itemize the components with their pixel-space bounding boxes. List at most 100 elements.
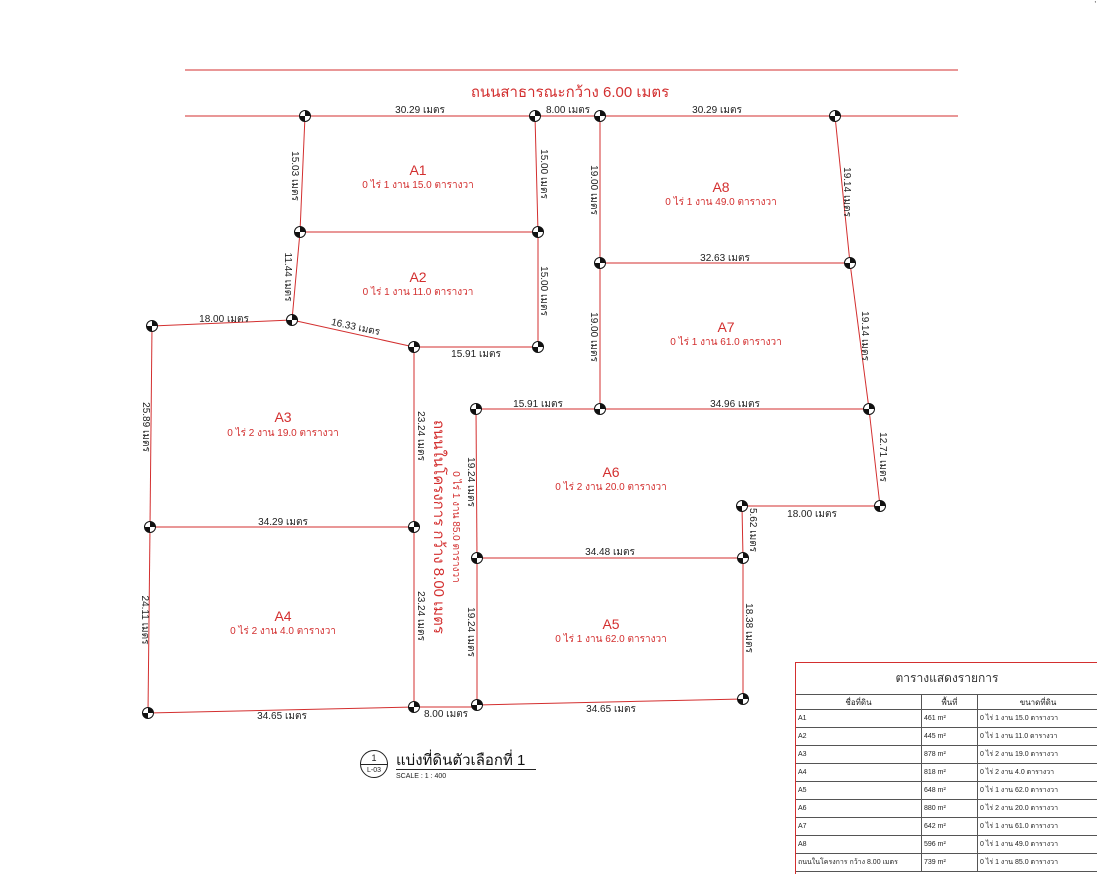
dimension-label: 15.03 เมตร [289, 151, 300, 201]
sheet-number: L-03 [360, 767, 388, 774]
dimension-label: 5.62 เมตร [747, 508, 758, 553]
dimension-label: 8.00 เมตร [546, 105, 591, 116]
survey-marker [409, 522, 420, 533]
plot-id-a2: A2 [409, 269, 426, 285]
table-cell: A6 [796, 800, 922, 818]
table-cell: A2 [796, 728, 922, 746]
table-cell: 445 m² [922, 728, 978, 746]
schedule-header-area: พื้นที่ [922, 695, 978, 710]
drawing-title-underline [396, 769, 536, 770]
dimension-label: 32.63 เมตร [700, 253, 750, 264]
internal-road-label: ถนนในโครงการ กว้าง 8.00 เมตร 0 ไร่ 1 งาน… [430, 420, 462, 634]
schedule-header-size: ขนาดที่ดิน [978, 695, 1097, 710]
plot-id-a3: A3 [274, 409, 291, 425]
dimension-label: 18.38 เมตร [743, 603, 754, 653]
survey-marker [595, 258, 606, 269]
survey-marker [409, 342, 420, 353]
internal-road-area: 0 ไร่ 1 งาน 85.0 ตารางวา [450, 471, 462, 582]
table-cell: 0 ไร่ 1 งาน 11.0 ตารางวา [978, 728, 1097, 746]
plot-id-a1: A1 [409, 162, 426, 178]
table-cell: 0 ไร่ 1 งาน 15.0 ตารางวา [978, 710, 1097, 728]
plot-id-a5: A5 [602, 616, 619, 632]
table-cell: 0 ไร่ 2 งาน 20.0 ตารางวา [978, 800, 1097, 818]
survey-marker [143, 708, 154, 719]
table-cell: A8 [796, 836, 922, 854]
schedule-title: ตารางแสดงรายการ [796, 663, 1097, 695]
dimension-label: 34.48 เมตร [585, 547, 635, 558]
table-cell: 739 m² [922, 854, 978, 872]
dimension-label: 16.33 เมตร [330, 317, 381, 338]
table-cell: 648 m² [922, 782, 978, 800]
table-cell: 642 m² [922, 818, 978, 836]
dimension-label: 19.24 เมตร [465, 457, 476, 507]
table-cell: 0 ไร่ 1 งาน 85.0 ตารางวา [978, 854, 1097, 872]
dimension-label: 19.14 เมตร [841, 167, 852, 217]
survey-marker [300, 111, 311, 122]
dimension-label: 30.29 เมตร [395, 105, 445, 116]
survey-marker [864, 404, 875, 415]
table-cell: 0 ไร่ 2 งาน 19.0 ตารางวา [978, 746, 1097, 764]
table-cell: A4 [796, 764, 922, 782]
survey-marker [295, 227, 306, 238]
survey-marker [472, 553, 483, 564]
survey-marker [533, 227, 544, 238]
dimension-label: 18.00 เมตร [199, 314, 249, 325]
table-cell: A5 [796, 782, 922, 800]
dimension-label: 19.00 เมตร [588, 312, 599, 362]
survey-marker [471, 404, 482, 415]
internal-road-name: ถนนในโครงการ กว้าง 8.00 เมตร [430, 420, 448, 634]
table-cell: 818 m² [922, 764, 978, 782]
plot-area-a3: 0 ไร่ 2 งาน 19.0 ตารางวา [227, 427, 338, 439]
dimension-label: 25.89 เมตร [140, 402, 151, 452]
schedule-header-row: ชื่อที่ดิน พื้นที่ ขนาดที่ดิน [796, 695, 1097, 710]
plot-area-a4: 0 ไร่ 2 งาน 4.0 ตารางวา [230, 625, 336, 637]
plot-id-a4: A4 [274, 608, 291, 624]
plot-area-a5: 0 ไร่ 1 งาน 62.0 ตารางวา [555, 633, 666, 645]
dimension-label: 24.11 เมตร [139, 596, 150, 646]
plot-area-a2: 0 ไร่ 1 งาน 11.0 ตารางวา [363, 286, 474, 298]
survey-marker [595, 111, 606, 122]
plot-id-a6: A6 [602, 464, 619, 480]
plot-area-a7: 0 ไร่ 1 งาน 61.0 ตารางวา [670, 336, 781, 348]
dimension-label: 23.24 เมตร [415, 411, 426, 461]
dimension-label: 23.24 เมตร [415, 591, 426, 641]
sheet-reference-divider [361, 764, 387, 765]
dimension-label: 34.29 เมตร [258, 517, 308, 528]
table-cell: A7 [796, 818, 922, 836]
table-cell: A3 [796, 746, 922, 764]
survey-marker [533, 342, 544, 353]
table-cell: 878 m² [922, 746, 978, 764]
dimension-label: 30.29 เมตร [692, 105, 742, 116]
survey-marker [737, 501, 748, 512]
dimension-label: 15.91 เมตร [513, 399, 563, 410]
table-cell: 0 ไร่ 1 งาน 62.0 ตารางวา [978, 782, 1097, 800]
table-cell: 461 m² [922, 710, 978, 728]
survey-marker [409, 702, 420, 713]
survey-marker [830, 111, 841, 122]
drawing-number: 1 [360, 753, 388, 763]
survey-marker [845, 258, 856, 269]
survey-marker [147, 321, 158, 332]
dimension-label: 34.65 เมตร [586, 704, 636, 715]
survey-marker [875, 501, 886, 512]
dimension-label: 19.00 เมตร [588, 165, 599, 215]
table-cell: A1 [796, 710, 922, 728]
dimension-label: 15.00 เมตร [538, 149, 549, 199]
dimension-label: 19.14 เมตร [859, 311, 870, 361]
table-cell: 0 ไร่ 1 งาน 61.0 ตารางวา [978, 818, 1097, 836]
table-cell: 880 m² [922, 800, 978, 818]
public-road-title: ถนนสาธารณะกว้าง 6.00 เมตร [340, 80, 800, 104]
dimension-label: 34.96 เมตร [710, 399, 760, 410]
dimension-label: 19.24 เมตร [465, 607, 476, 657]
plot-id-a8: A8 [712, 179, 729, 195]
plot-id-a7: A7 [717, 319, 734, 335]
drawing-scale: SCALE : 1 : 400 [396, 773, 446, 780]
